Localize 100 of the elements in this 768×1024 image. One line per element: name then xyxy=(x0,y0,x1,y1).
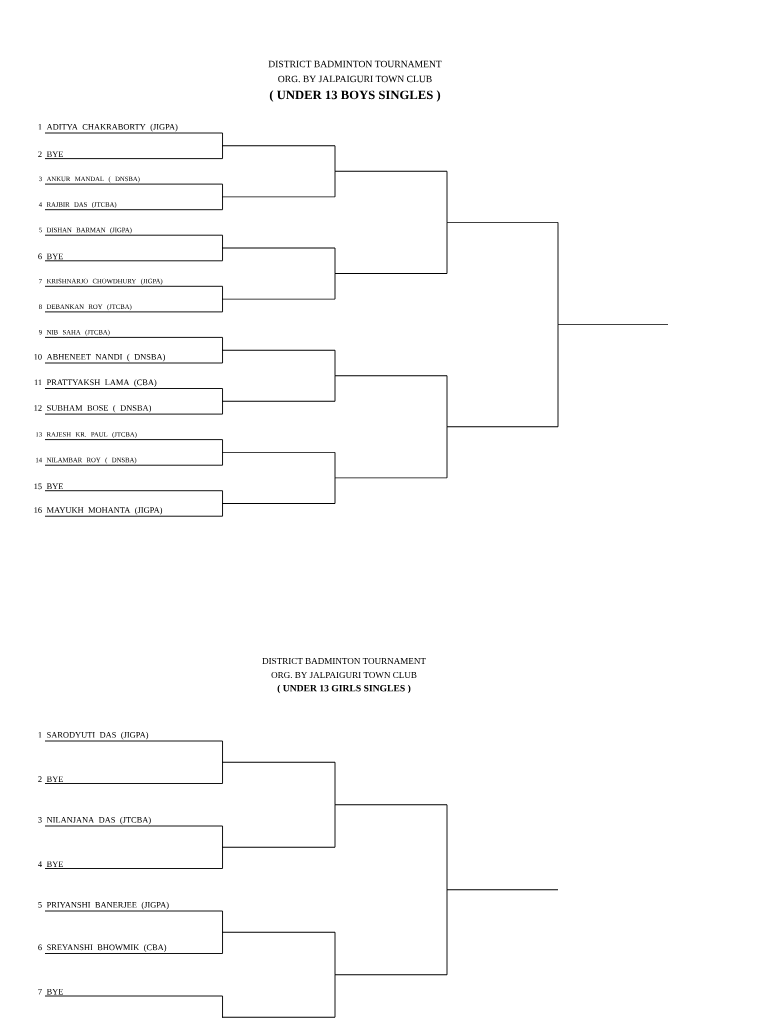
bracket-connector xyxy=(221,910,223,933)
bracket-connector xyxy=(446,375,448,428)
bracket-connector xyxy=(221,349,223,364)
seed-number: 10 xyxy=(34,354,42,360)
bracket-line xyxy=(222,349,335,351)
bracket-line xyxy=(222,761,335,763)
bracket-connector xyxy=(221,451,223,466)
bracket-connector xyxy=(334,273,336,300)
player-entry: BYE xyxy=(44,861,223,869)
bracket-line xyxy=(447,889,558,891)
bracket-line xyxy=(335,804,447,806)
bracket-connector xyxy=(334,375,336,402)
seed-number: 2 xyxy=(38,151,42,157)
bracket-line xyxy=(222,1016,335,1018)
heading: ORG. BY JALPAIGURI TOWN CLUB xyxy=(271,671,417,679)
bracket-line xyxy=(222,931,335,933)
seed-number: 2 xyxy=(38,776,42,782)
bracket-line xyxy=(447,221,558,223)
bracket-line xyxy=(335,477,447,479)
bracket-line xyxy=(335,375,447,377)
bracket-connector xyxy=(334,349,336,377)
player-entry: PRATTYAKSH LAMA (CBA) xyxy=(44,379,223,389)
player-entry: SUBHAM BOSE ( DNSBA) xyxy=(44,404,223,415)
player-entry: BYE xyxy=(44,776,223,784)
bracket-line xyxy=(222,196,335,198)
player-entry: BYE xyxy=(44,151,223,160)
bracket-connector xyxy=(334,974,336,1018)
bracket-connector xyxy=(446,170,448,223)
bracket-connector xyxy=(557,221,559,326)
player-entry: BYE xyxy=(44,988,223,997)
bracket-connector xyxy=(221,846,223,869)
bracket-connector xyxy=(446,221,448,274)
bracket-connector xyxy=(221,145,223,160)
player-entry: BYE xyxy=(44,483,223,492)
bracket-connector xyxy=(221,503,223,517)
seed-number: 6 xyxy=(38,253,42,260)
heading: DISTRICT BADMINTON TOURNAMENT xyxy=(268,60,442,68)
bracket-connector xyxy=(221,132,223,147)
seed-number: 5 xyxy=(38,902,42,908)
seed-number: 1 xyxy=(38,124,42,130)
bracket-line xyxy=(222,451,335,453)
bracket-connector xyxy=(221,298,223,313)
player-entry: BYE xyxy=(44,253,223,262)
seed-number: 6 xyxy=(38,944,42,951)
bracket-connector xyxy=(221,931,223,954)
bracket-line xyxy=(222,400,335,402)
heading: ORG. BY JALPAIGURI TOWN CLUB xyxy=(278,75,432,83)
player-entry: SREYANSHI BHOWMIK (CBA) xyxy=(44,944,223,954)
bracket-connector xyxy=(221,285,223,300)
bracket-line xyxy=(222,298,335,300)
bracket-connector xyxy=(334,247,336,274)
seed-number: 15 xyxy=(34,483,42,490)
heading: ( UNDER 13 GIRLS SINGLES ) xyxy=(277,684,411,694)
bracket-connector xyxy=(334,477,336,504)
player-entry: PRIYANSHI BANERJEE (JIGPA) xyxy=(44,901,223,912)
seed-number: 16 xyxy=(34,507,42,513)
bracket-connector xyxy=(221,490,223,504)
bracket-connector xyxy=(446,889,448,976)
bracket-line xyxy=(447,426,558,428)
bracket-connector xyxy=(221,234,223,249)
seed-number: 12 xyxy=(34,405,42,411)
bracket-connector xyxy=(446,426,448,479)
bracket-connector xyxy=(221,336,223,351)
bracket-line xyxy=(335,974,447,976)
bracket-connector xyxy=(221,388,223,402)
bracket-connector xyxy=(221,825,223,848)
bracket-connector xyxy=(221,995,223,1018)
bracket-connector xyxy=(334,931,336,976)
bracket-connector xyxy=(334,451,336,479)
bracket-connector xyxy=(221,740,223,763)
seed-number: 3 xyxy=(38,817,42,823)
bracket-line xyxy=(335,170,447,172)
bracket-connector xyxy=(334,145,336,172)
player-entry: ABHENEET NANDI ( DNSBA) xyxy=(44,353,223,364)
seed-number: 1 xyxy=(38,732,42,738)
bracket-connector xyxy=(221,761,223,784)
bracket-line xyxy=(558,324,668,326)
bracket-connector xyxy=(557,324,559,428)
bracket-connector xyxy=(221,247,223,262)
bracket-connector xyxy=(221,196,223,211)
bracket-connector xyxy=(221,400,223,415)
bracket-line xyxy=(335,273,447,274)
heading: DISTRICT BADMINTON TOURNAMENT xyxy=(262,657,426,665)
bracket-connector xyxy=(334,170,336,198)
heading: ( UNDER 13 BOYS SINGLES ) xyxy=(269,90,441,102)
bracket-connector xyxy=(446,804,448,891)
player-entry: MAYUKH MOHANTA (JIGPA) xyxy=(44,507,223,517)
seed-number: 7 xyxy=(38,988,42,995)
bracket-connector xyxy=(334,804,336,848)
bracket-line xyxy=(222,503,335,504)
bracket-connector xyxy=(221,183,223,198)
player-entry: ADITYA CHAKRABORTY (JIGPA) xyxy=(44,123,223,134)
bracket-connector xyxy=(221,439,223,453)
seed-number: 4 xyxy=(38,861,42,867)
bracket-line xyxy=(222,846,335,848)
player-entry: SARODYUTI DAS (JIGPA) xyxy=(44,731,223,742)
player-entry: NILANJANA DAS (JTCBA) xyxy=(44,816,223,827)
seed-number: 11 xyxy=(34,379,42,386)
bracket-connector xyxy=(334,761,336,806)
bracket-line xyxy=(222,145,335,147)
